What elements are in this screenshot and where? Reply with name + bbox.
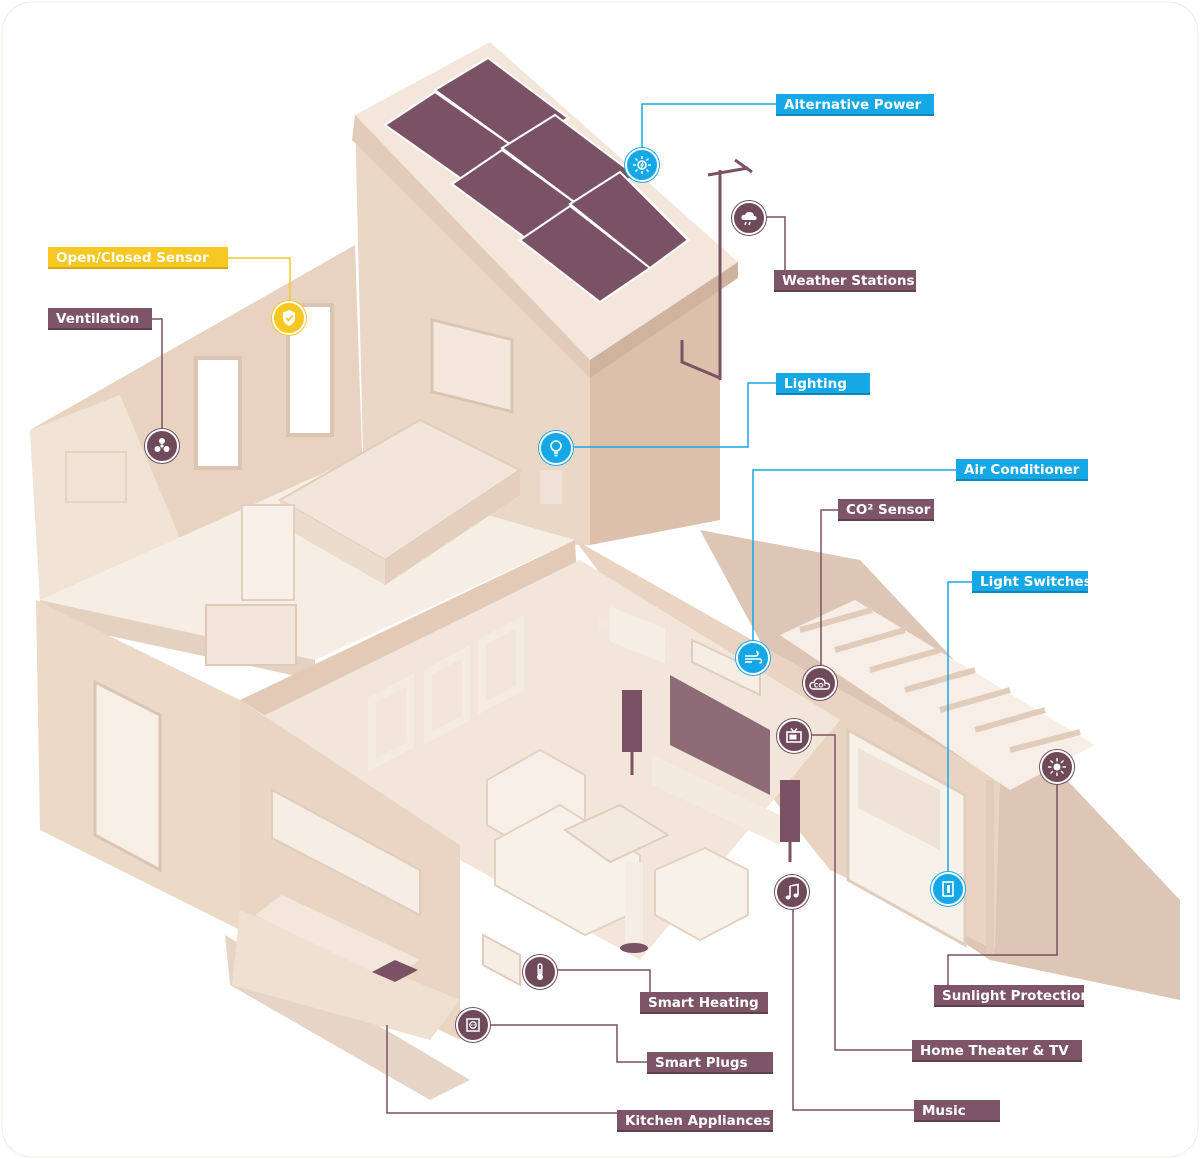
kitchen-counter <box>255 895 420 980</box>
sink <box>205 604 297 666</box>
shower <box>65 451 127 503</box>
stove <box>372 960 418 982</box>
shield-check-icon <box>272 301 306 335</box>
label-smart-heating: Smart Heating <box>640 992 768 1014</box>
speaker-right <box>780 780 800 842</box>
plug-socket-icon <box>456 1008 490 1042</box>
entrance-door <box>93 679 162 873</box>
kitchen-floor <box>232 910 460 1040</box>
thermometer-icon <box>523 955 557 989</box>
leader-lines <box>152 103 1058 1114</box>
sun-icon <box>1040 750 1074 784</box>
tv-screen <box>670 675 770 795</box>
frame-2 <box>424 645 470 745</box>
label-co2-sensor: CO² Sensor <box>838 499 934 521</box>
fan-icon <box>145 429 179 463</box>
roof-edge-side <box>590 262 738 378</box>
label-alternative-power: Alternative Power <box>776 94 934 116</box>
switch-icon <box>931 872 965 906</box>
pergola <box>780 600 1095 955</box>
label-home-theater-tv: Home Theater & TV <box>912 1040 1082 1062</box>
co2-icon-text: CO² <box>814 683 827 690</box>
label-ventilation: Ventilation <box>48 308 152 330</box>
label-sunlight-protection: Sunlight Protection <box>934 985 1090 1007</box>
tv-stand <box>652 755 780 845</box>
frame-3 <box>478 615 524 715</box>
heater <box>482 933 521 987</box>
coffee-table <box>563 803 671 864</box>
label-air-conditioner: Air Conditioner <box>956 459 1088 481</box>
solar-panels <box>383 56 690 304</box>
music-note-icon <box>775 875 809 909</box>
co2-cloud-icon: CO² <box>803 666 837 700</box>
sun-charge-icon <box>625 148 659 182</box>
window-left <box>194 356 242 470</box>
weather-mast <box>680 158 753 380</box>
label-kitchen-appliances: Kitchen Appliances <box>617 1110 773 1132</box>
cloud-rain-icon <box>732 201 766 235</box>
label-weather-stations: Weather Stations <box>774 270 916 292</box>
label-music: Music <box>914 1100 1000 1122</box>
tower-picture <box>430 317 514 414</box>
speaker-left <box>622 690 642 752</box>
kitchen-hood <box>271 788 421 917</box>
label-lighting: Lighting <box>776 373 870 395</box>
roof-edge <box>352 115 590 378</box>
armchair-right <box>654 846 749 942</box>
label-open-closed-sensor: Open/Closed Sensor <box>48 247 228 269</box>
tv-icon <box>777 719 811 753</box>
frame-1 <box>368 673 414 772</box>
floor-lamp <box>625 862 643 942</box>
bath-door <box>241 504 295 601</box>
label-light-switches: Light Switches <box>972 571 1092 593</box>
light-bulb-icon <box>539 431 573 465</box>
wind-icon <box>736 641 770 675</box>
label-smart-plugs: Smart Plugs <box>647 1052 773 1074</box>
